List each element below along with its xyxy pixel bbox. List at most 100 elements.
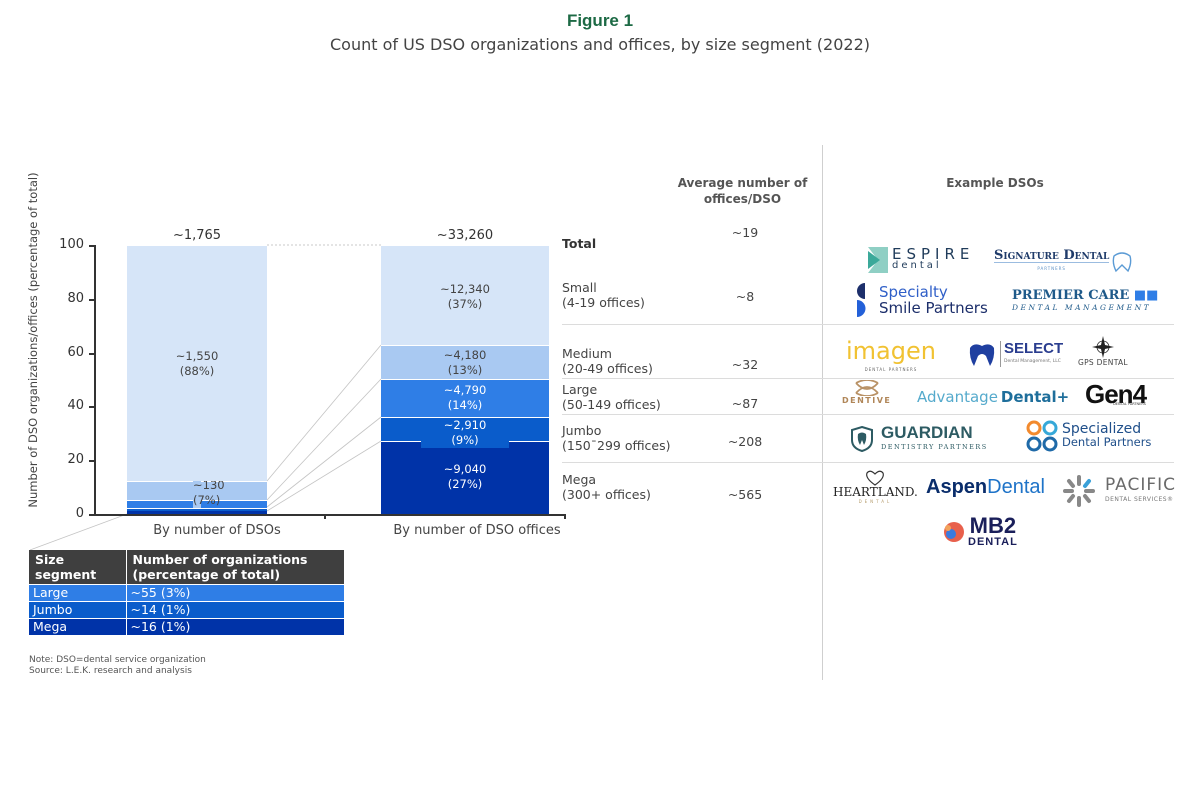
segment-row-medium: Medium (20-49 offices)	[562, 346, 653, 376]
x-category-dsos: By number of DSOs	[153, 523, 281, 538]
segment-name: Large	[562, 382, 598, 397]
logo-specialized-dental-partners: Specialized Dental Partners	[1026, 420, 1151, 452]
logo-text: Specialty	[879, 283, 948, 301]
y-tick-label: 0	[75, 506, 84, 521]
segment-label: ~2,910 (9%)	[421, 418, 509, 448]
avg-mega: ~565	[727, 487, 763, 502]
segment-row-total: Total	[562, 236, 597, 251]
logo-subtext: DENTAL PARTNERS	[1113, 402, 1147, 406]
segment-value: ~130	[193, 478, 225, 492]
logo-text: Gen4	[1085, 379, 1147, 409]
bar-total-offices: ~33,260	[436, 228, 494, 243]
example-dsos-header: Example DSOs	[946, 176, 1044, 190]
segment-small: ~1,550 (88%)	[127, 245, 267, 481]
tooth-icon	[1112, 252, 1132, 273]
logo-guardian-dentistry: GUARDIAN DENTISTRY PARTNERS	[851, 424, 988, 454]
y-tick	[89, 353, 95, 355]
table-row: Large ~55 (3%)	[29, 584, 344, 602]
logo-text: GPS DENTAL	[1078, 358, 1128, 367]
cell-value: ~14 (1%)	[125, 601, 344, 619]
logo-text: imagen	[846, 337, 936, 365]
segment-jumbo: ~2,910 (9%)	[381, 417, 549, 448]
y-tick	[89, 460, 95, 462]
logo-text: DENTIVE	[842, 396, 892, 405]
x-axis	[94, 514, 565, 516]
logo-select-dental: SELECT Dental Management, LLC	[968, 341, 1063, 367]
large-segments-table: Size segment Number of organizations (pe…	[29, 550, 344, 635]
cell-value: ~16 (1%)	[125, 618, 344, 635]
logo-row-divider	[822, 324, 1174, 325]
segment-large: ~4,790 (14%)	[381, 379, 549, 417]
logo-text: SELECT	[1004, 340, 1064, 357]
header-line: Number of organizations	[132, 552, 308, 567]
header-line: Average number of	[677, 176, 808, 190]
pacific-burst-icon	[1063, 475, 1095, 507]
segment-jumbo	[127, 508, 267, 511]
logo-pacific-dental-services: PACIFIC DENTAL SERVICES®	[1063, 475, 1176, 507]
logo-text: ESPIRE	[892, 245, 975, 263]
section-divider	[822, 145, 823, 680]
logo-imagen-dental: imagen DENTAL PARTNERS	[846, 338, 936, 376]
logo-subtext: DENTAL SERVICES®	[1105, 496, 1174, 503]
footnote-source: Source: L.E.K. research and analysis	[29, 666, 192, 676]
segment-label: ~9,040 (27%)	[381, 462, 549, 492]
segment-row-jumbo: Jumbo (150ˉ299 offices)	[562, 423, 671, 453]
table-row: Jumbo ~14 (1%)	[29, 601, 344, 619]
logo-signature-dental: Signature Dental PARTNERS	[994, 249, 1133, 274]
segment-name: Jumbo	[562, 423, 602, 438]
logo-premier-care: PREMIER CARE ■■ DENTAL MANAGEMENT	[1012, 288, 1158, 314]
logo-specialty-smile-partners: Specialty Smile Partners	[855, 283, 988, 317]
segment-range: (20-49 offices)	[562, 361, 653, 376]
footnotes: Note: DSO=dental service organization So…	[29, 655, 206, 677]
logo-text: PREMIER CARE	[1012, 288, 1130, 303]
segment-pct: (27%)	[447, 477, 483, 491]
logo-text: Specialized	[1062, 421, 1142, 437]
logo-text: Aspen	[926, 476, 988, 498]
avg-jumbo: ~208	[727, 434, 763, 449]
figure-title: Count of US DSO organizations and office…	[329, 35, 870, 54]
y-tick-label: 60	[67, 345, 84, 360]
segment-row-mega: Mega (300+ offices)	[562, 472, 651, 502]
logo-gen4: Gen4 DENTAL PARTNERS	[1085, 379, 1147, 409]
logo-mb2-dental: MB2 DENTAL	[942, 513, 1018, 548]
table-header-row: Size segment Number of organizations (pe…	[29, 550, 344, 585]
logo-subtext: DENTAL PARTNERS	[864, 367, 918, 372]
logo-advantage-dental: Advantage Dental+	[917, 388, 1069, 406]
segment-label: ~12,340 (37%)	[381, 282, 549, 312]
segment-mega: ~9,040 (27%)	[381, 441, 549, 514]
compass-icon	[1091, 336, 1114, 358]
x-tick	[564, 514, 566, 519]
logo-subtext: PARTNERS	[994, 262, 1110, 274]
y-axis	[94, 245, 96, 515]
specialized-circles-icon	[1026, 420, 1058, 452]
logo-text: MB2	[969, 513, 1017, 538]
table-header-size-segment: Size segment	[29, 550, 126, 585]
logo-text: Dental+	[1000, 388, 1070, 406]
segment-label: ~4,180 (13%)	[381, 348, 549, 378]
segment-value: ~2,910	[443, 418, 487, 432]
segment-pct: (14%)	[447, 398, 483, 412]
segment-row-small: Small (4-19 offices)	[562, 280, 645, 310]
y-tick	[89, 245, 95, 247]
logo-dentive: DENTIVE	[842, 380, 891, 405]
logo-subtext: DENTISTRY PARTNERS	[881, 443, 988, 451]
segment-value: ~1,550	[175, 349, 219, 363]
y-axis-label: Number of DSO organizations/offices (per…	[26, 172, 40, 508]
segment-value: ~4,180	[443, 348, 487, 362]
y-tick	[89, 406, 95, 408]
segment-name: Small	[562, 280, 597, 295]
x-category-offices: By number of DSO offices	[393, 523, 561, 538]
header-line: (percentage of total)	[132, 567, 281, 582]
select-tooth-icon	[969, 344, 995, 366]
figure-number: Figure 1	[566, 11, 634, 30]
logo-espire-dental: ESPIRE dental	[868, 247, 974, 273]
segment-range: (300+ offices)	[562, 487, 651, 502]
segment-pct: (9%)	[451, 433, 479, 447]
mb2-icon	[944, 522, 964, 542]
table-header-number-of-organizations: Number of organizations (percentage of t…	[125, 550, 344, 585]
logo-aspen-dental: Aspen Dental	[926, 476, 1045, 499]
segment-label: ~1,550 (88%)	[127, 349, 267, 379]
shield-icon	[851, 426, 873, 452]
logo-row-divider	[822, 414, 1174, 415]
segment-value: ~12,340	[440, 282, 490, 296]
